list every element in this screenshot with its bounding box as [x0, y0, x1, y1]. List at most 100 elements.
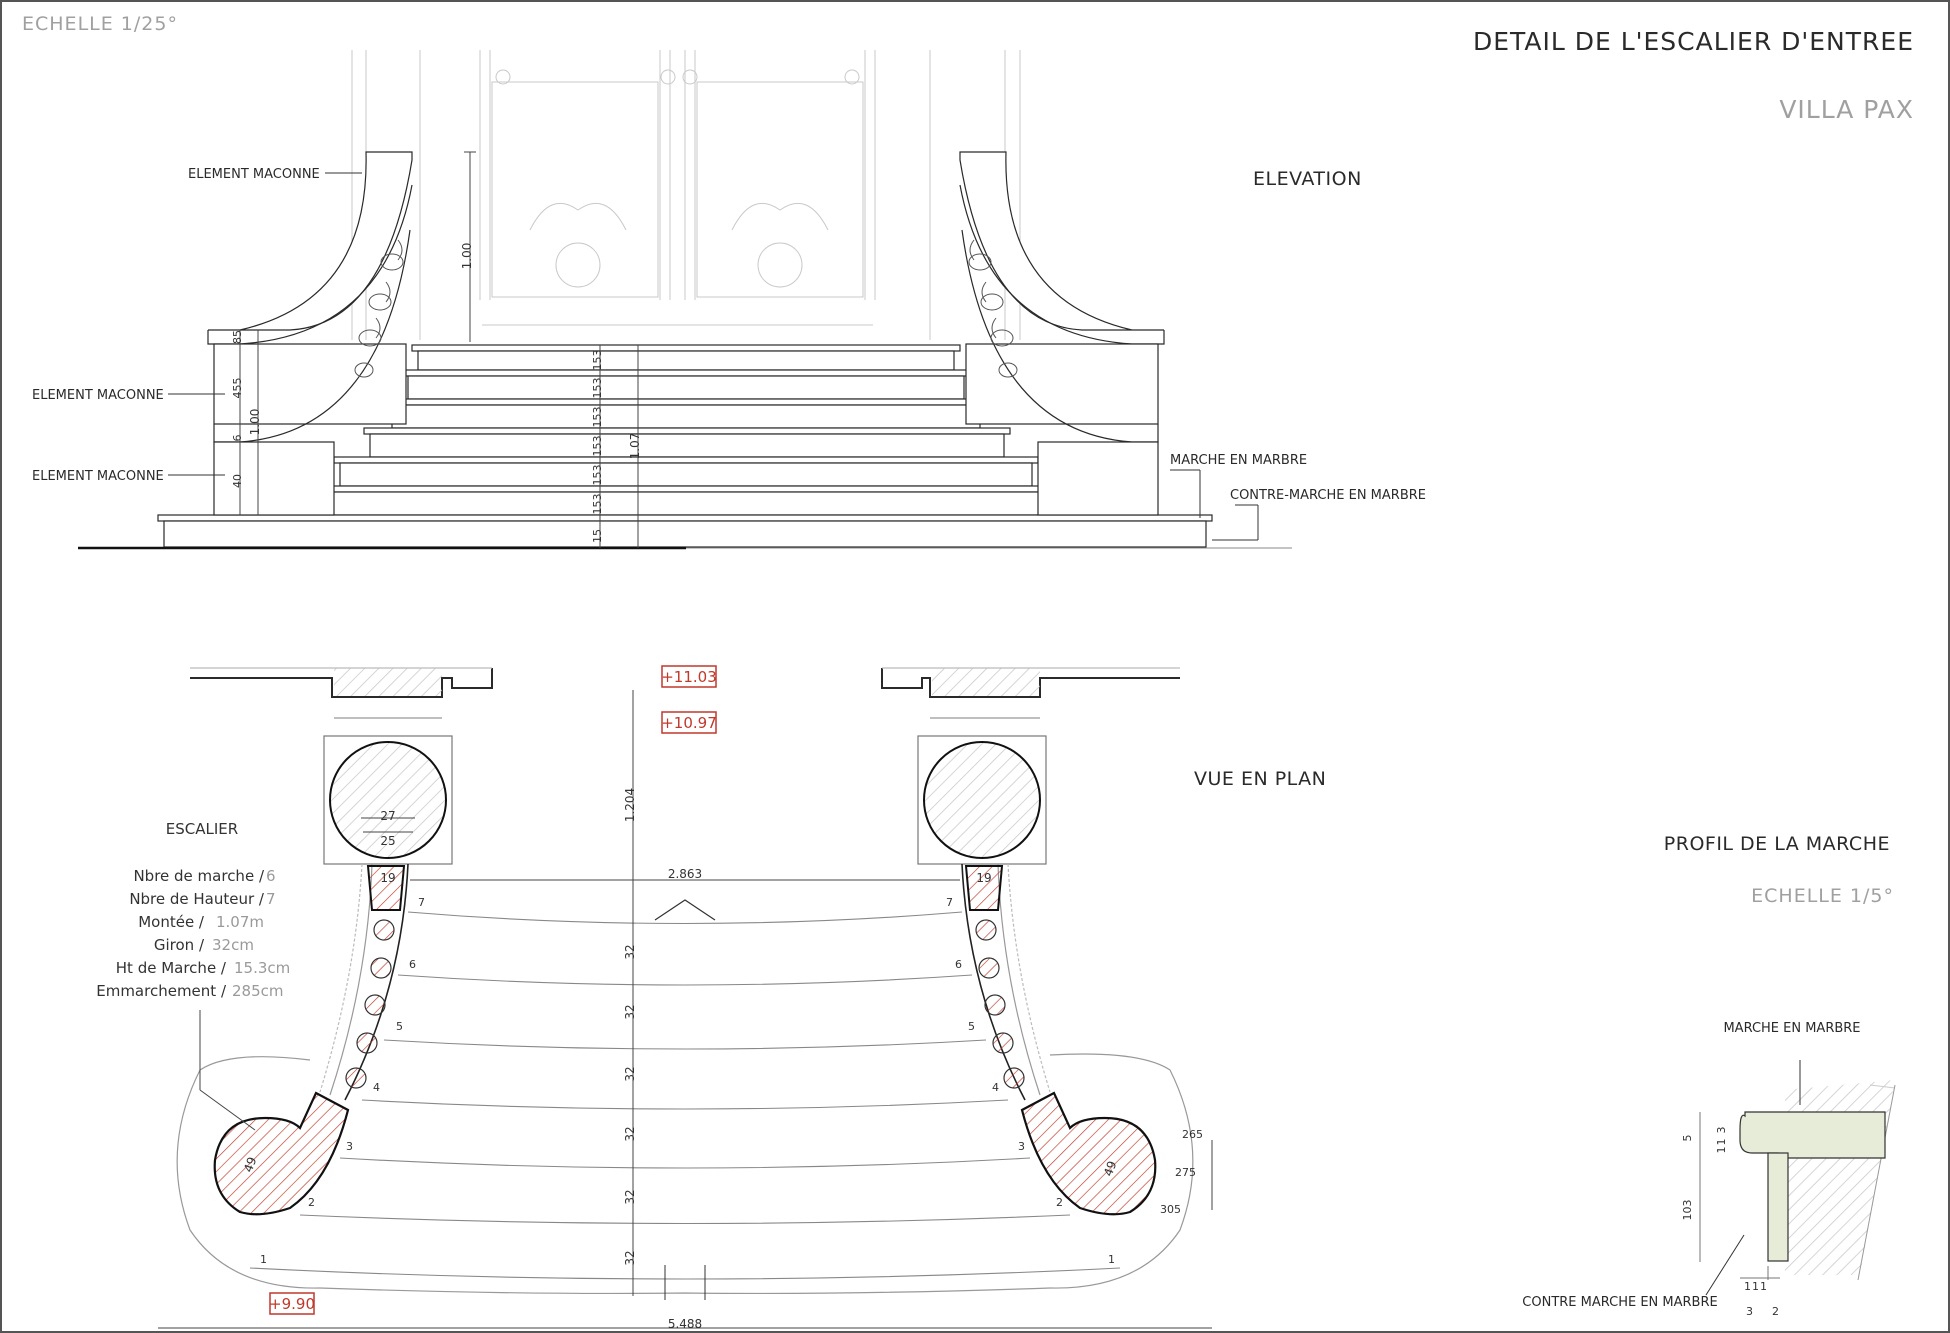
left-parapet — [207, 151, 413, 516]
dim-step-1: 15 — [591, 529, 604, 543]
svg-text:5: 5 — [968, 1020, 975, 1033]
dim-step-3: 153 — [591, 465, 604, 486]
svg-text:7: 7 — [418, 896, 425, 909]
svg-text:2: 2 — [308, 1196, 315, 1209]
dim-column-inner: 25 — [380, 834, 395, 848]
svg-text:3: 3 — [346, 1140, 353, 1153]
profile-dim-h3: 1 — [1760, 1280, 1767, 1293]
label-riser-elevation: CONTRE-MARCHE EN MARBRE — [1230, 488, 1426, 503]
level-box-bottom — [269, 1292, 315, 1315]
dim-total-rise: 1.07 — [628, 433, 642, 460]
plan-step-lines — [249, 879, 1121, 1280]
svg-text:4: 4 — [992, 1081, 999, 1094]
dim-post-right: 19 — [976, 871, 991, 885]
spec-step-height-value: 15.3cm — [234, 959, 290, 977]
svg-text:3: 3 — [1018, 1140, 1025, 1153]
svg-text:2: 2 — [1056, 1196, 1063, 1209]
elevation-view — [78, 50, 1292, 550]
spec-risers-value: 7 — [266, 890, 276, 908]
balusters-left — [345, 865, 406, 1089]
section-plan: VUE EN PLAN — [1194, 768, 1326, 790]
dim-going-2: 32 — [623, 1004, 637, 1019]
plan-view — [158, 667, 1213, 1329]
spec-going-value: 32cm — [212, 936, 254, 954]
right-parapet — [959, 151, 1165, 516]
level-top: +11.03 — [661, 668, 717, 686]
profile-dim-v3: 1 — [1715, 1139, 1728, 1146]
dim-door-height: 1.00 — [460, 243, 474, 270]
dim-going-4: 32 — [623, 1126, 637, 1141]
dim-gap: 6 — [231, 435, 244, 442]
dim-newel-right: 49 — [1101, 1159, 1119, 1178]
newel-left — [213, 1091, 350, 1216]
spec-rise-label: Montée / — [138, 913, 205, 931]
svg-text:6: 6 — [955, 958, 962, 971]
dim-step-7: 153 — [591, 350, 604, 371]
step-numbers-right: 1 2 3 4 5 6 7 — [946, 896, 1115, 1266]
profile-dim-v2: 1 — [1715, 1147, 1728, 1154]
section-elevation: ELEVATION — [1253, 168, 1362, 190]
label-profile-tread: MARCHE EN MARBRE — [1723, 1021, 1860, 1036]
dim-column-outer: 27 — [380, 809, 395, 823]
dim-going-3: 32 — [623, 1066, 637, 1081]
svg-text:6: 6 — [409, 958, 416, 971]
dim-step-5: 153 — [591, 407, 604, 428]
dim-newel-left: 49 — [241, 1155, 259, 1174]
dim-landing-depth: 1.204 — [623, 788, 637, 822]
spec-steps-label: Nbre de marche / — [133, 867, 264, 885]
level-box-top — [661, 665, 717, 688]
specs-heading: ESCALIER — [166, 820, 238, 838]
label-profile-riser: CONTRE MARCHE EN MARBRE — [1522, 1295, 1717, 1310]
dim-step-2: 153 — [591, 494, 604, 515]
profile-dim-v4: 3 — [1715, 1127, 1728, 1134]
newel-right — [1020, 1091, 1157, 1216]
level-bottom: +9.90 — [269, 1295, 315, 1313]
svg-text:1: 1 — [1108, 1253, 1115, 1266]
dim-going-6: 32 — [623, 1250, 637, 1265]
level-landing: +10.97 — [661, 714, 717, 732]
step-numbers-left: 1 2 3 4 5 6 7 — [260, 896, 425, 1266]
label-masonry-top: ELEMENT MACONNE — [188, 167, 320, 182]
profile-scale: ECHELLE 1/5° — [1751, 885, 1894, 907]
dim-cap: 85 — [231, 330, 244, 344]
spec-rise-value: 1.07m — [216, 913, 264, 931]
svg-text:7: 7 — [946, 896, 953, 909]
dim-post-left: 19 — [380, 871, 395, 885]
dim-mid: 455 — [231, 378, 244, 399]
dim-curve-1: 265 — [1182, 1128, 1203, 1141]
dim-going-1: 32 — [623, 944, 637, 959]
dim-curve-2: 275 — [1175, 1166, 1196, 1179]
label-masonry-mid: ELEMENT MACONNE — [32, 388, 164, 403]
dim-total-width: 5.488 — [668, 1317, 702, 1331]
profile-dim-v1: 5 — [1681, 1135, 1694, 1142]
svg-text:4: 4 — [373, 1081, 380, 1094]
dim-step-4: 153 — [591, 436, 604, 457]
profile-dim-h5: 2 — [1772, 1305, 1779, 1318]
dim-step-6: 153 — [591, 378, 604, 399]
dim-landing-width: 2.863 — [668, 867, 702, 881]
scale-main: ECHELLE 1/25° — [22, 13, 178, 35]
profile-dim-v5: 103 — [1681, 1200, 1694, 1221]
step-profile — [1699, 1060, 1896, 1296]
dim-going-5: 32 — [623, 1189, 637, 1204]
dim-curve-3: 305 — [1160, 1203, 1181, 1216]
svg-text:5: 5 — [396, 1020, 403, 1033]
dim-base: 40 — [231, 474, 244, 488]
profile-dim-h1: 1 — [1744, 1280, 1751, 1293]
label-tread-elevation: MARCHE EN MARBRE — [1170, 453, 1307, 468]
stair-specs: ESCALIER Nbre de marche / 6 Nbre de Haut… — [96, 820, 290, 1131]
spec-width-value: 285cm — [232, 982, 284, 1000]
balusters-right — [964, 865, 1025, 1089]
svg-text:1: 1 — [260, 1253, 267, 1266]
spec-width-label: Emmarchement / — [96, 982, 227, 1000]
spec-steps-value: 6 — [266, 867, 276, 885]
label-masonry-low: ELEMENT MACONNE — [32, 469, 164, 484]
drawing-title: DETAIL DE L'ESCALIER D'ENTREE — [1473, 27, 1914, 56]
drawing-subtitle: VILLA PAX — [1779, 95, 1914, 124]
spec-risers-label: Nbre de Hauteur / — [129, 890, 265, 908]
spec-going-label: Giron / — [154, 936, 205, 954]
profile-dim-h2: 1 — [1752, 1280, 1759, 1293]
section-profile: PROFIL DE LA MARCHE — [1664, 833, 1890, 855]
